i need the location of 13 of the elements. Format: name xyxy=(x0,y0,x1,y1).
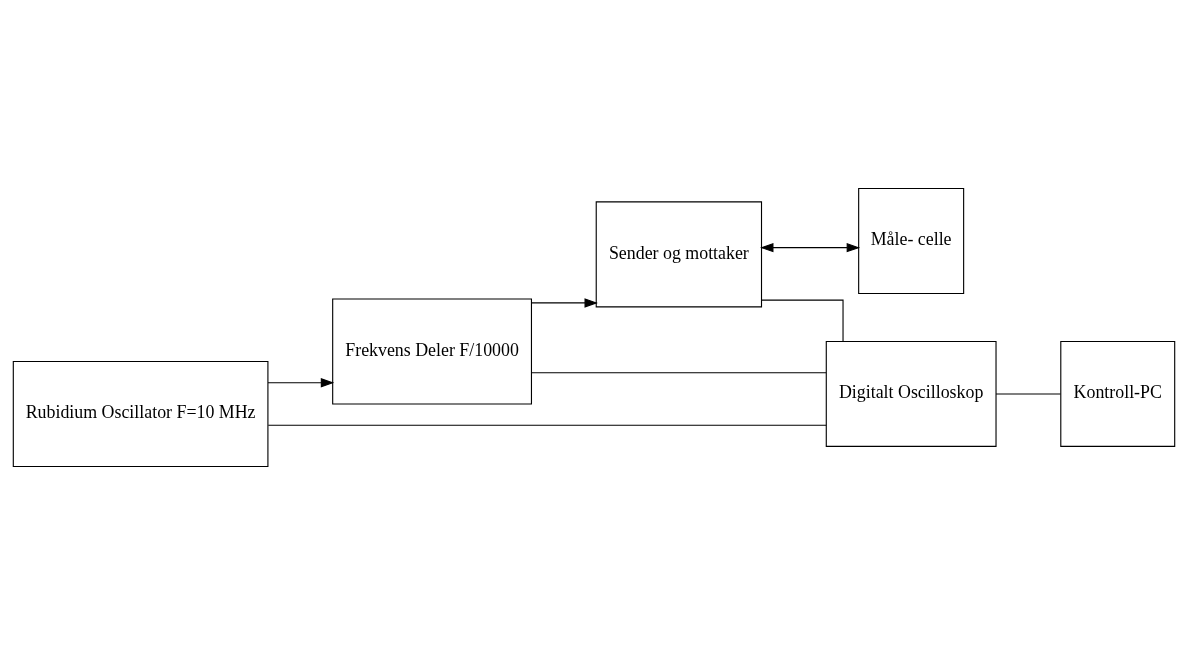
node-box: Måle- celle xyxy=(858,187,965,294)
arrow xyxy=(531,298,598,308)
connector xyxy=(995,393,1062,395)
node-box: Rubidium Oscillator F=10 MHz xyxy=(12,361,269,468)
connector xyxy=(267,424,827,426)
arrow xyxy=(267,378,335,388)
connector xyxy=(761,299,844,342)
node-box: Sender og mottaker xyxy=(595,201,763,308)
node-box: Frekvens Deler F/10000 xyxy=(332,298,532,405)
node-box: Digitalt Oscilloskop xyxy=(825,340,997,447)
arrow xyxy=(760,242,861,253)
node-box: Kontroll-PC xyxy=(1060,340,1176,447)
connector xyxy=(531,372,827,374)
